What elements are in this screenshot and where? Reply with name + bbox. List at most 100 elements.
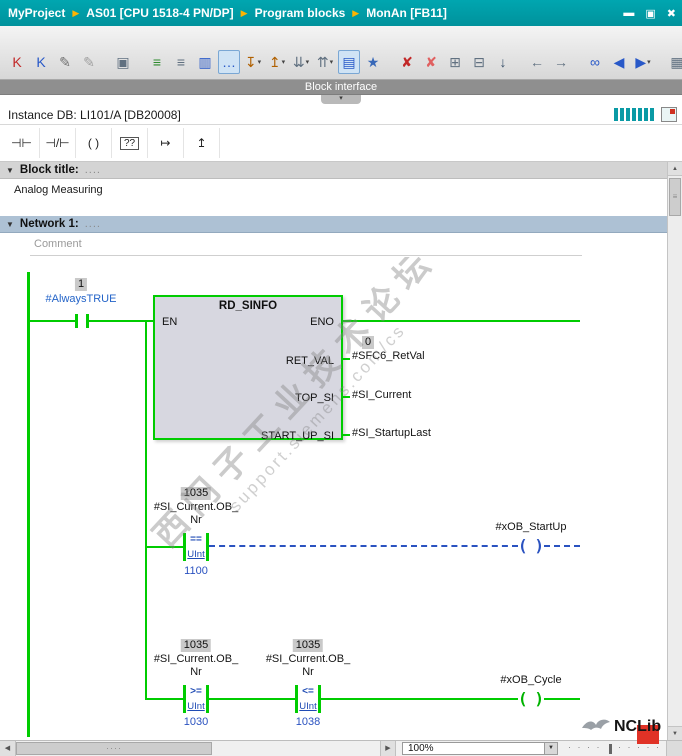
- block-interface-bar[interactable]: Block interface: [0, 80, 682, 95]
- operand[interactable]: Nr: [302, 666, 314, 679]
- block-title-dots: ....: [85, 164, 101, 176]
- coil-operand[interactable]: #xOB_Cycle: [500, 674, 561, 687]
- pin-en[interactable]: EN: [162, 316, 177, 328]
- operand[interactable]: #SFC6_RetVal: [352, 350, 425, 363]
- compare-constant[interactable]: 1038: [296, 716, 320, 729]
- breadcrumb-item[interactable]: MyProject: [8, 6, 65, 20]
- compare-constant[interactable]: 1100: [184, 565, 208, 578]
- operand[interactable]: Nr: [190, 514, 202, 527]
- collapse-triangle-icon[interactable]: ▼: [6, 166, 14, 175]
- pin-start-up-si[interactable]: START_UP_SI: [261, 430, 334, 442]
- delete-external-icon-glyph: ✘: [401, 55, 413, 69]
- operand-insert-up-icon[interactable]: ↥▾: [266, 50, 288, 74]
- favorites-edit-icon[interactable]: ★: [362, 50, 384, 74]
- contact-nc-button[interactable]: ⊣/⊢: [40, 128, 76, 158]
- rd-sinfo-block[interactable]: RD_SINFO EN ENO RET_VAL TOP_SI START_UP_…: [153, 295, 343, 440]
- edit-rename-icon[interactable]: ✎: [78, 50, 100, 74]
- empty-box-button-glyph: ??: [120, 137, 139, 150]
- scroll-up-button[interactable]: ▲: [668, 162, 682, 176]
- goto-prev-icon-glyph: ←: [530, 55, 544, 69]
- breadcrumb-item[interactable]: MonAn [FB11]: [366, 6, 447, 20]
- indicator-bar: [614, 108, 618, 121]
- network-1-bar[interactable]: ▼ Network 1: ....: [0, 216, 667, 233]
- compare-equal-box[interactable]: == UInt: [183, 533, 209, 561]
- insert-network-icon[interactable]: ≡: [146, 50, 168, 74]
- vertical-scrollbar[interactable]: ▲ ▼: [667, 162, 682, 740]
- contact-no-button[interactable]: ⊣⊢: [4, 128, 40, 158]
- update-interface-icon[interactable]: K: [6, 50, 28, 74]
- insert-row-icon[interactable]: ≡: [170, 50, 192, 74]
- hscroll-left-button[interactable]: ◀: [0, 741, 16, 756]
- empty-box-button[interactable]: ??: [112, 128, 148, 158]
- no-contact[interactable]: [75, 314, 89, 328]
- operand[interactable]: #SI_StartupLast: [352, 427, 431, 440]
- operand[interactable]: #SI_Current.OB_: [154, 501, 238, 514]
- close-branch-button[interactable]: ↥: [184, 128, 220, 158]
- edit-rewire-icon[interactable]: ✎: [54, 50, 76, 74]
- operand[interactable]: #SI_Current.OB_: [266, 653, 350, 666]
- compare-bar: [206, 533, 209, 561]
- hscroll-thumb[interactable]: [16, 742, 212, 755]
- hide-operands-icon[interactable]: ⊟: [468, 50, 490, 74]
- update-calls-icon[interactable]: K: [30, 50, 52, 74]
- pin-eno[interactable]: ENO: [310, 316, 334, 328]
- operand[interactable]: #SI_Current.OB_: [154, 653, 238, 666]
- nav-forward-icon[interactable]: ▶▾: [632, 50, 654, 74]
- interface-collapse-handle[interactable]: ▾: [321, 95, 361, 104]
- pin-stub: [343, 434, 350, 436]
- hscroll-right-button[interactable]: ▶: [380, 741, 396, 756]
- collapse-operands-icon[interactable]: ⇈▾: [314, 50, 336, 74]
- operand[interactable]: Nr: [190, 666, 202, 679]
- zoom-caret-icon[interactable]: ▼: [544, 743, 557, 754]
- pin-ret-val[interactable]: RET_VAL: [286, 355, 334, 367]
- zoom-select[interactable]: 100% ▼: [402, 742, 558, 755]
- coil[interactable]: (): [518, 690, 544, 707]
- compare-type[interactable]: UInt: [186, 701, 206, 712]
- contact-no-button-glyph: ⊣⊢: [11, 136, 32, 150]
- vertical-scroll-thumb[interactable]: [669, 178, 681, 216]
- breadcrumb-item[interactable]: Program blocks: [255, 6, 346, 20]
- open-branch-button[interactable]: ↦: [148, 128, 184, 158]
- pin-top-si[interactable]: TOP_SI: [295, 392, 334, 404]
- operand[interactable]: #SI_Current: [352, 389, 411, 402]
- collapse-triangle-icon[interactable]: ▼: [6, 220, 14, 229]
- wire: [343, 320, 580, 322]
- compare-gte-box[interactable]: >= UInt: [183, 685, 209, 713]
- compare-type[interactable]: UInt: [186, 549, 206, 560]
- operand-insert-down-icon[interactable]: ↧▾: [242, 50, 264, 74]
- goto-prev-icon[interactable]: ←: [526, 50, 548, 74]
- favorites-view-icon[interactable]: ▤: [338, 50, 360, 74]
- snapshot-icon[interactable]: ▣: [112, 50, 134, 74]
- coil-button[interactable]: ( ): [76, 128, 112, 158]
- close-button-icon[interactable]: ✖: [667, 7, 676, 20]
- nav-back-icon[interactable]: ◀: [608, 50, 630, 74]
- restore-button-icon[interactable]: ▣: [645, 7, 655, 20]
- coil-button-glyph: ( ): [88, 136, 99, 150]
- goto-next-icon[interactable]: →: [550, 50, 572, 74]
- block-title-bar[interactable]: ▼ Block title: ....: [0, 162, 667, 179]
- compare-constant[interactable]: 1030: [184, 716, 208, 729]
- nclib-logo: NCLib: [580, 712, 682, 746]
- open-call-table-icon[interactable]: ▦: [666, 50, 682, 74]
- contact-nc-button-glyph: ⊣/⊢: [45, 136, 69, 150]
- monitor-glasses-icon[interactable]: ∞: [584, 50, 606, 74]
- status-indicator: [614, 108, 654, 121]
- wire: [321, 698, 518, 700]
- compare-type[interactable]: UInt: [298, 701, 318, 712]
- contact-operand[interactable]: #AlwaysTRUE: [46, 293, 117, 306]
- block-view-icon[interactable]: ▥: [194, 50, 216, 74]
- compare-lte-box[interactable]: <= UInt: [295, 685, 321, 713]
- coil[interactable]: (): [518, 537, 544, 554]
- comment-bubble-icon[interactable]: …: [218, 50, 240, 74]
- block-title-value[interactable]: Analog Measuring: [14, 184, 103, 196]
- breadcrumb-item[interactable]: AS01 [CPU 1518-4 PN/DP]: [86, 6, 233, 20]
- expand-operands-icon[interactable]: ⇊▾: [290, 50, 312, 74]
- delete-all-icon[interactable]: ✘: [420, 50, 442, 74]
- comment-placeholder[interactable]: Comment: [34, 238, 82, 250]
- delete-external-icon[interactable]: ✘: [396, 50, 418, 74]
- minimize-button-icon[interactable]: ▬: [623, 7, 634, 19]
- dropdown-caret-icon: ▾: [282, 58, 286, 66]
- show-operands-icon[interactable]: ⊞: [444, 50, 466, 74]
- coil-operand[interactable]: #xOB_StartUp: [496, 521, 567, 534]
- download-icon[interactable]: ↓: [492, 50, 514, 74]
